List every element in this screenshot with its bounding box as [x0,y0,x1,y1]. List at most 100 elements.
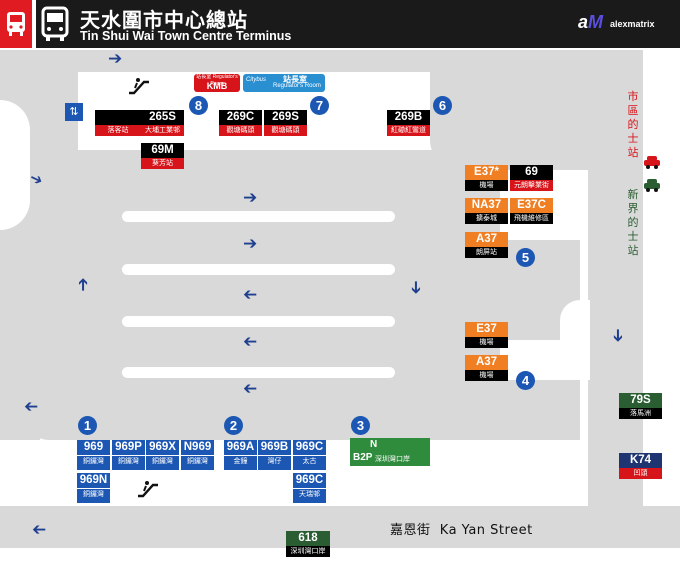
stop-8-badge: 8 [189,96,208,115]
n-brand-icon: N [370,439,378,450]
road-top-right [430,50,590,170]
route-n969[interactable]: N969 銅鑼灣 [181,440,214,470]
route-dest: 深圳灣口岸 [286,546,330,557]
arrow-right-icon: ➔ [243,188,258,208]
label-char: 士 [627,132,639,145]
lift-icon: ⇅ [65,103,83,121]
route-number: E37C [510,198,553,213]
label-char: 的 [627,216,639,229]
route-number: B2P [353,452,373,463]
route-number: 969B [260,441,289,453]
stop-5-badge: 5 [516,248,535,267]
drop-off-box: 落客站 [95,110,141,140]
arrow-left-icon: ➔ [243,285,258,305]
route-number: 265S [141,110,184,125]
label-char: 站 [627,244,639,257]
route-969[interactable]: 969 銅鑼灣 [77,440,110,470]
kmb-regulator-sign: 站長室 Regulator's Room KMB [194,74,240,92]
lane-divider [122,367,395,378]
route-dest: 觀塘碼頭 [264,125,307,136]
stop-2-badge: 2 [224,416,243,435]
label-char: 界 [627,202,639,215]
route-dest: 深圳灣口岸 [375,456,410,463]
road-bottom-left [0,394,40,440]
route-69m[interactable]: 69M 葵芳站 [141,143,184,173]
median-right [560,300,590,380]
route-number: 79S [619,393,662,408]
road-bottom-inner [20,380,580,440]
green-taxi-icon [644,179,660,192]
route-dest: 飛機維修區 [510,213,553,224]
route-269s[interactable]: 269S 觀塘碼頭 [264,110,307,140]
route-69[interactable]: 69 元朗擊業街 [510,165,553,195]
route-269b[interactable]: 269B 紅磡紅鸞道 [387,110,430,140]
escalator-icon [138,481,158,498]
label-char: 市 [627,90,639,103]
route-dest: 銅鑼灣 [112,455,145,466]
bus-front-icon [41,6,69,41]
route-969n[interactable]: 969N 銅鑼灣 [77,473,110,503]
bus-icon [7,12,25,36]
arrow-right-icon: ➔ [243,234,258,254]
route-dest: 天瑞邨 [293,488,326,499]
route-a37-long-ping[interactable]: A37 朗屏站 [465,232,508,262]
route-dest: 銅鑼灣 [77,455,110,466]
route-b2p[interactable]: N B2P 深圳灣口岸 [350,438,430,466]
route-number: 69M [141,143,184,158]
route-dest: 機場 [465,180,508,191]
stop-7-badge: 7 [310,96,329,115]
bus-badge [0,0,32,48]
route-969x[interactable]: 969X 銅鑼灣 [146,440,179,470]
page-title-en: Tin Shui Wai Town Centre Terminus [80,29,292,43]
route-e37c[interactable]: E37C 飛機維修區 [510,198,553,228]
route-618[interactable]: 618 深圳灣口岸 [286,531,330,561]
route-dest: 銅鑼灣 [146,455,179,466]
route-dest: 凹頭 [619,468,662,479]
route-number: 618 [286,531,330,546]
brand-text: alexmatrix [610,19,655,29]
route-a37-airport[interactable]: A37 機場 [465,355,508,385]
arrow-left-icon: ➔ [243,332,258,352]
route-k74[interactable]: K74 凹頭 [619,453,662,483]
route-number: 69 [510,165,553,180]
route-dest: 太古 [293,455,326,466]
route-number: 969X [149,441,176,453]
road-right-vertical [588,50,643,516]
route-na37[interactable]: NA37 擴泰城 [465,198,508,228]
route-number: NA37 [465,198,508,213]
route-79s[interactable]: 79S 落馬洲 [619,393,662,423]
header-divider [32,0,36,48]
route-dest: 機場 [465,337,508,348]
route-number: 269S [264,110,307,125]
alexmatrix-logo: aM [578,12,604,32]
route-e37-star[interactable]: E37* 機場 [465,165,508,195]
red-taxi-icon [644,156,660,169]
route-969c-tin-shui[interactable]: 969C 天瑞邨 [293,473,326,503]
route-number: A37 [465,232,508,247]
route-269c[interactable]: 269C 觀塘碼頭 [219,110,262,140]
route-969a[interactable]: 969A 金鐘 [224,440,257,470]
route-969b[interactable]: 969B 灣仔 [258,440,291,470]
route-969c-tai-koo[interactable]: 969C 太古 [293,440,326,470]
arrow-down-icon: ➔ [405,280,426,295]
route-969p[interactable]: 969P 銅鑼灣 [112,440,145,470]
road-ka-yan-street [0,506,680,548]
route-number: K74 [619,453,662,468]
route-dest: 擴泰城 [465,213,508,224]
route-number: 969P [115,441,142,453]
page-title-zh: 天水圍市中心總站 [80,8,248,32]
arrow-left-icon: ➔ [32,520,47,540]
escalator-icon [129,78,149,95]
kmb-room-label: 站長室 Regulator's Room [196,74,238,87]
route-265s[interactable]: 265S 大埔工業邨 [141,110,184,140]
route-number: E37 [465,322,508,337]
lane-divider [122,211,395,222]
route-dest: 灣仔 [258,455,291,466]
arrow-down-icon: ➔ [607,328,628,343]
route-e37[interactable]: E37 機場 [465,322,508,352]
citybus-room-zh: 站長室 [283,75,307,84]
route-number [95,110,141,125]
label-char: 的 [627,118,639,131]
street-name-en: Ka Yan Street [439,523,533,538]
urban-taxi-stand-label: 市區的士站 [626,90,640,160]
